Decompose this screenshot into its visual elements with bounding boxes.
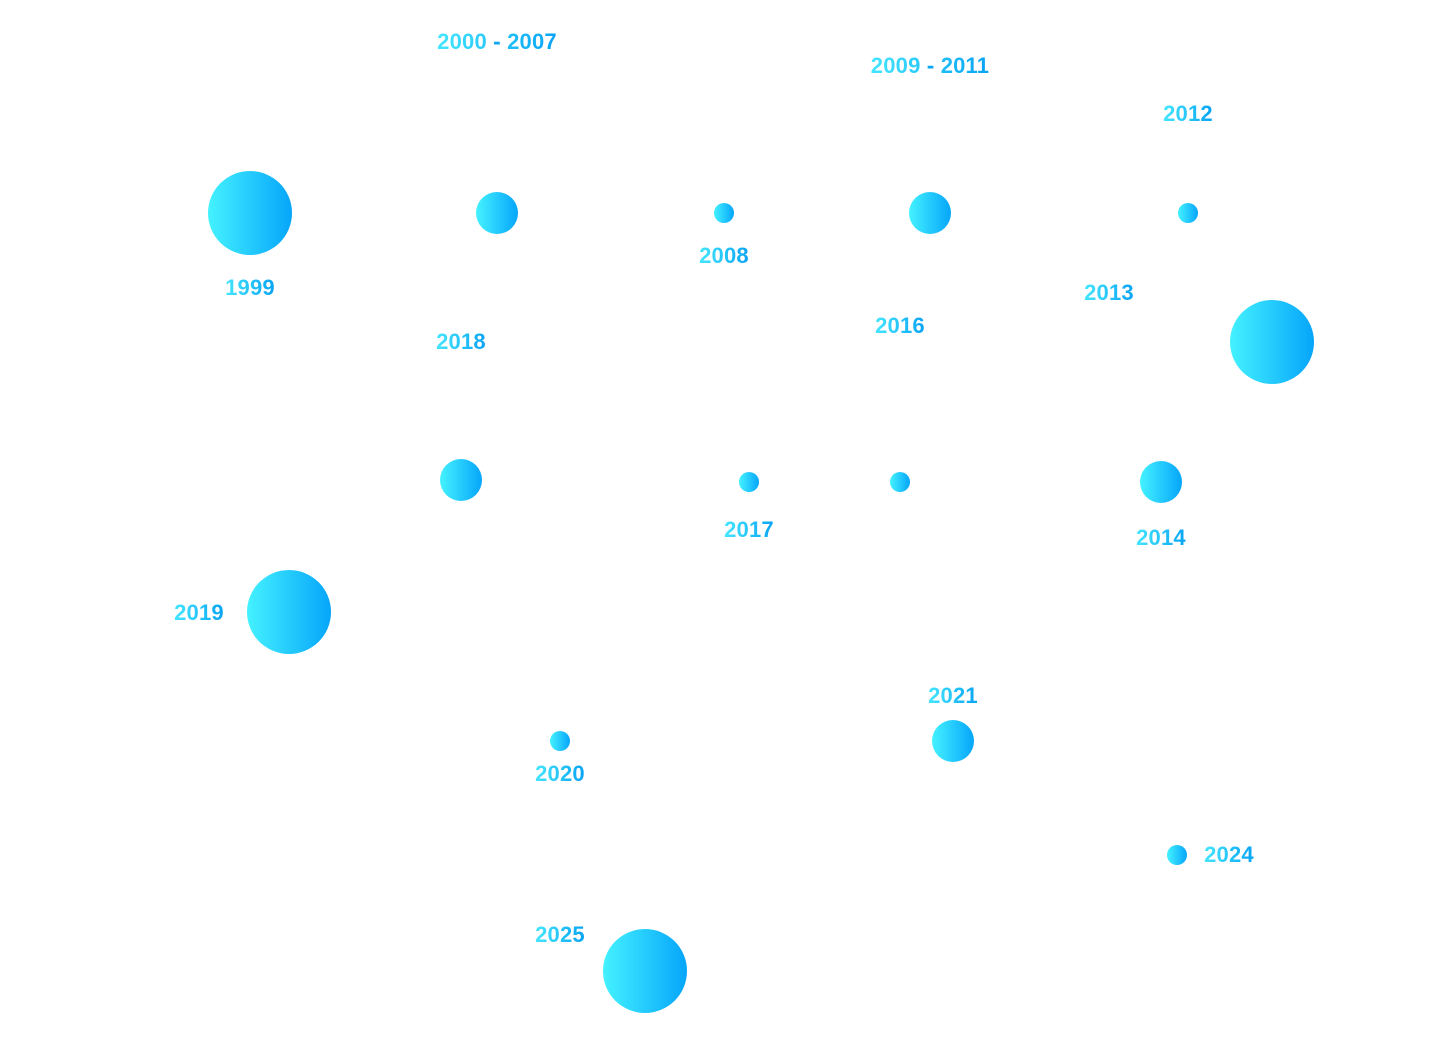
milestone-2012-dot (1178, 203, 1198, 223)
milestone-2008-label: 2008 (699, 243, 749, 268)
milestone-2008-dot (714, 203, 734, 223)
milestone-2025-dot (603, 929, 687, 1013)
milestone-2021-dot (932, 720, 974, 762)
milestone-2024-label: 2024 (1204, 842, 1254, 867)
milestone-2000-2007-start: 2000 (437, 29, 487, 54)
milestone-2000-2007-label: 2000 - 2007 (437, 29, 557, 55)
milestone-1999-dot (208, 171, 292, 255)
milestone-2014-label: 2014 (1136, 525, 1186, 550)
milestone-2025-label: 2025 (535, 922, 585, 947)
milestone-2016-dot (890, 472, 910, 492)
milestone-2018-dot (440, 459, 482, 501)
milestone-2017-dot (739, 472, 759, 492)
milestone-2024-dot (1167, 845, 1187, 865)
milestone-2016-label: 2016 (875, 313, 925, 338)
milestone-2009-2011-end: 2011 (940, 53, 990, 78)
milestone-2000-2007-dot (476, 192, 518, 234)
milestone-2021-label: 2021 (928, 683, 978, 708)
milestone-2013-dot (1230, 300, 1314, 384)
milestone-2014-dot (1140, 461, 1182, 503)
milestone-2000-2007-end: 2007 (507, 29, 557, 54)
milestone-1999-label: 1999 (225, 275, 275, 300)
milestone-2012-label: 2012 (1163, 101, 1213, 126)
milestone-2009-2011-label: 2009 - 2011 (871, 53, 989, 79)
milestone-2020-label: 2020 (535, 761, 585, 786)
milestone-2009-2011-separator: - (926, 53, 935, 78)
milestone-2018-label: 2018 (436, 329, 486, 354)
milestone-2009-2011-dot (909, 192, 951, 234)
milestone-2017-label: 2017 (724, 517, 774, 542)
milestone-2019-dot (247, 570, 331, 654)
milestone-2009-2011-start: 2009 (870, 53, 921, 78)
milestone-2020-dot (550, 731, 570, 751)
milestone-2000-2007-separator: - (493, 29, 501, 54)
milestone-2019-label: 2019 (174, 600, 224, 625)
milestone-2013-label: 2013 (1084, 280, 1134, 305)
